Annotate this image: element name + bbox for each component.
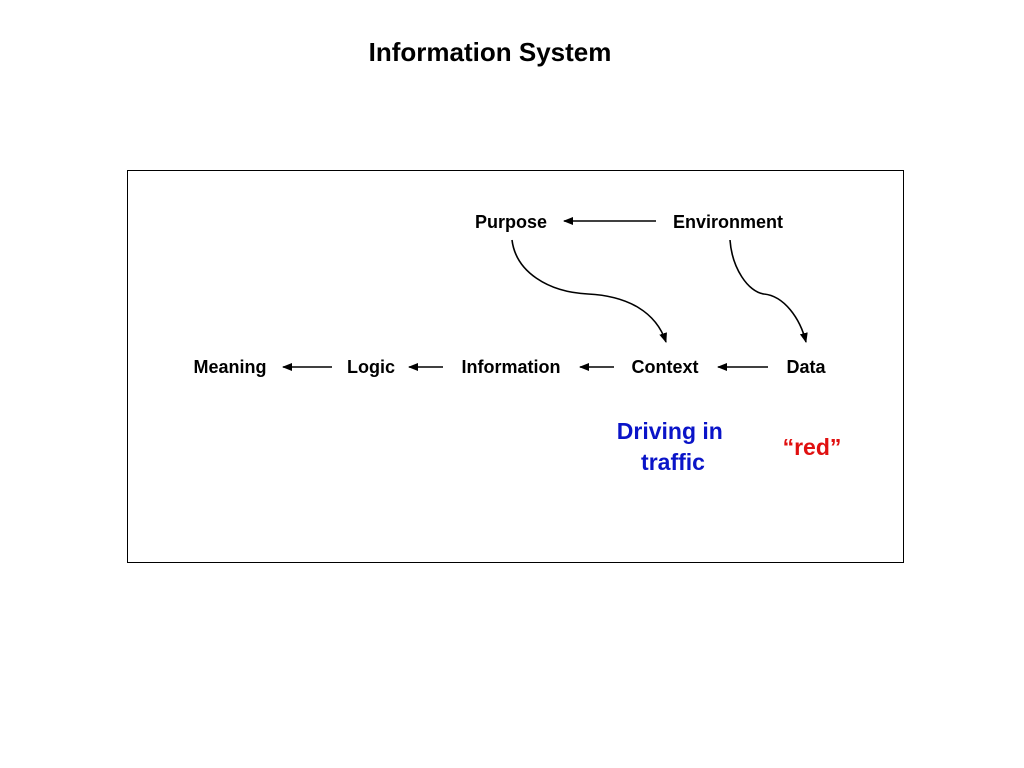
node-information: Information [462,357,561,377]
node-logic: Logic [347,357,395,377]
context-example-line1: Driving in [617,418,723,444]
diagram-frame [127,170,904,563]
node-data: Data [786,357,826,377]
node-purpose: Purpose [475,212,547,232]
slide-title: Information System [368,37,612,67]
node-meaning: Meaning [193,357,266,377]
node-environment: Environment [673,212,783,232]
arrow-environment-to-data [729,239,808,343]
data-example: “red” [783,434,842,460]
context-example: Driving in traffic [617,418,729,475]
arrow-purpose-to-context [511,239,667,343]
context-example-line2: traffic [641,449,705,475]
node-context: Context [632,357,699,377]
